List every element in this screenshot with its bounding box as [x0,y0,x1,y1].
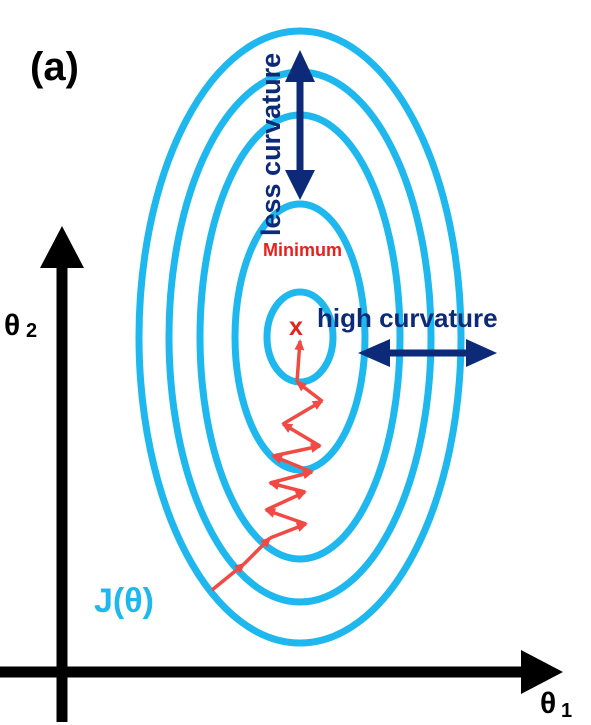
panel-label: (a) [30,45,79,89]
cost-function-label: J(θ) [94,582,154,620]
x-axis-arrowhead [521,650,563,694]
descent-path [210,339,324,592]
contour-lines [135,27,465,647]
high-curvature-label: high curvature [317,303,498,333]
x-axis-label: θ 1 [540,687,572,722]
axes [0,226,563,722]
less-curvature-label: less curvature [256,53,286,236]
less-curvature-arrow [285,50,315,200]
contour-2 [231,200,369,474]
x-axis-label-main: θ [540,687,556,720]
x-axis-label-sub: 1 [561,700,572,722]
y-axis-arrowhead [40,226,84,268]
contour-5 [135,27,465,647]
y-axis-label: θ 2 [4,309,37,342]
high-curvature-arrow [358,339,497,367]
minimum-label: Minimum [263,240,342,260]
y-axis-label-main: θ [4,309,20,342]
y-axis-label-sub: 2 [26,320,37,342]
minimum-marker: x [289,313,303,341]
